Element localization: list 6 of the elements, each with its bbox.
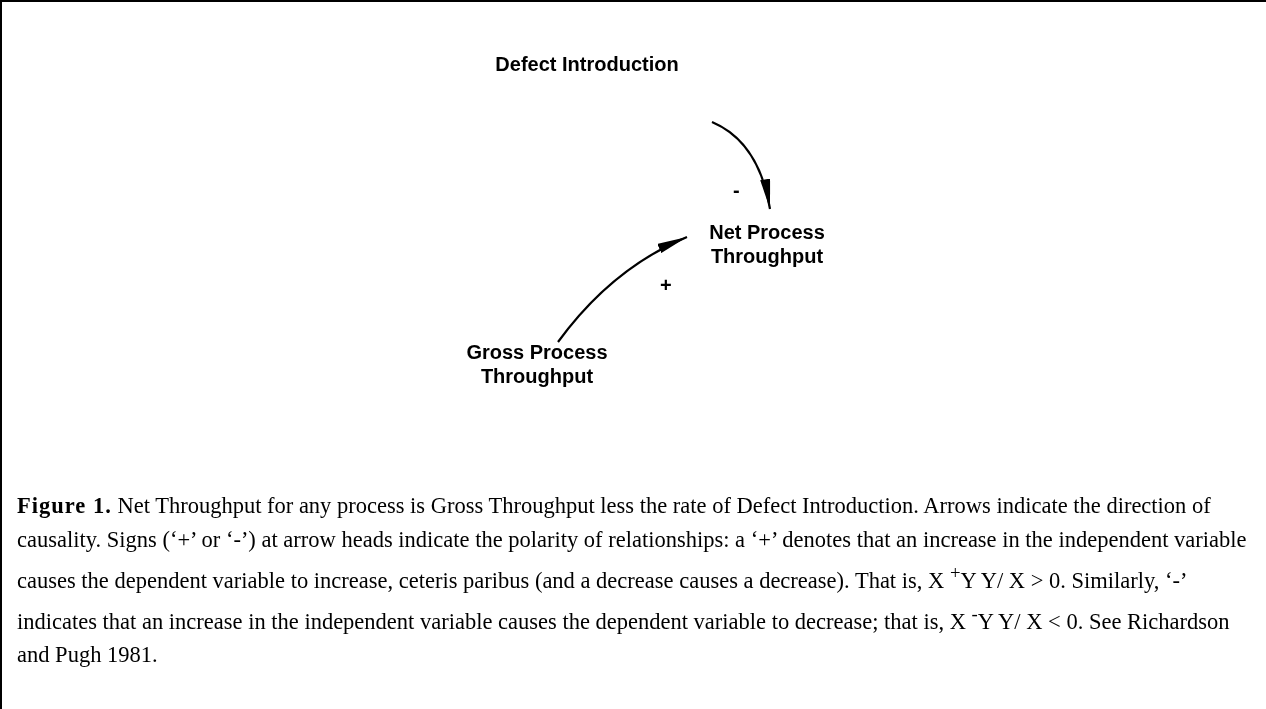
variable-label: Net Process Throughput xyxy=(708,220,826,268)
figure-caption: Figure 1. Net Throughput for any process is Gross Throughput less the rate of Defect Introduction. Arrows indicate the direction of causality. Signs (‘+’ or ‘-’) at arrow heads indicate the polarity of relationships: a ‘+’ denotes that an increase in the independent variable causes the dependent variable to increase, ceteris paribus (and a decrease causes a decrease). That is, X $^{+}$Y Y/ X > 0. Similarly, ‘-’ indicates that an increase in the independent variable causes the dependent variable to decrease; that is, X $^{-}$Y Y/ X < 0. See Richardson and Pugh 1981. xyxy=(17,492,1248,670)
variable-label: Gross Process Throughput xyxy=(465,340,609,388)
variable-label: Defect Introduction xyxy=(494,52,680,76)
causal-arrow xyxy=(711,121,772,210)
causal-arrow xyxy=(557,236,688,343)
